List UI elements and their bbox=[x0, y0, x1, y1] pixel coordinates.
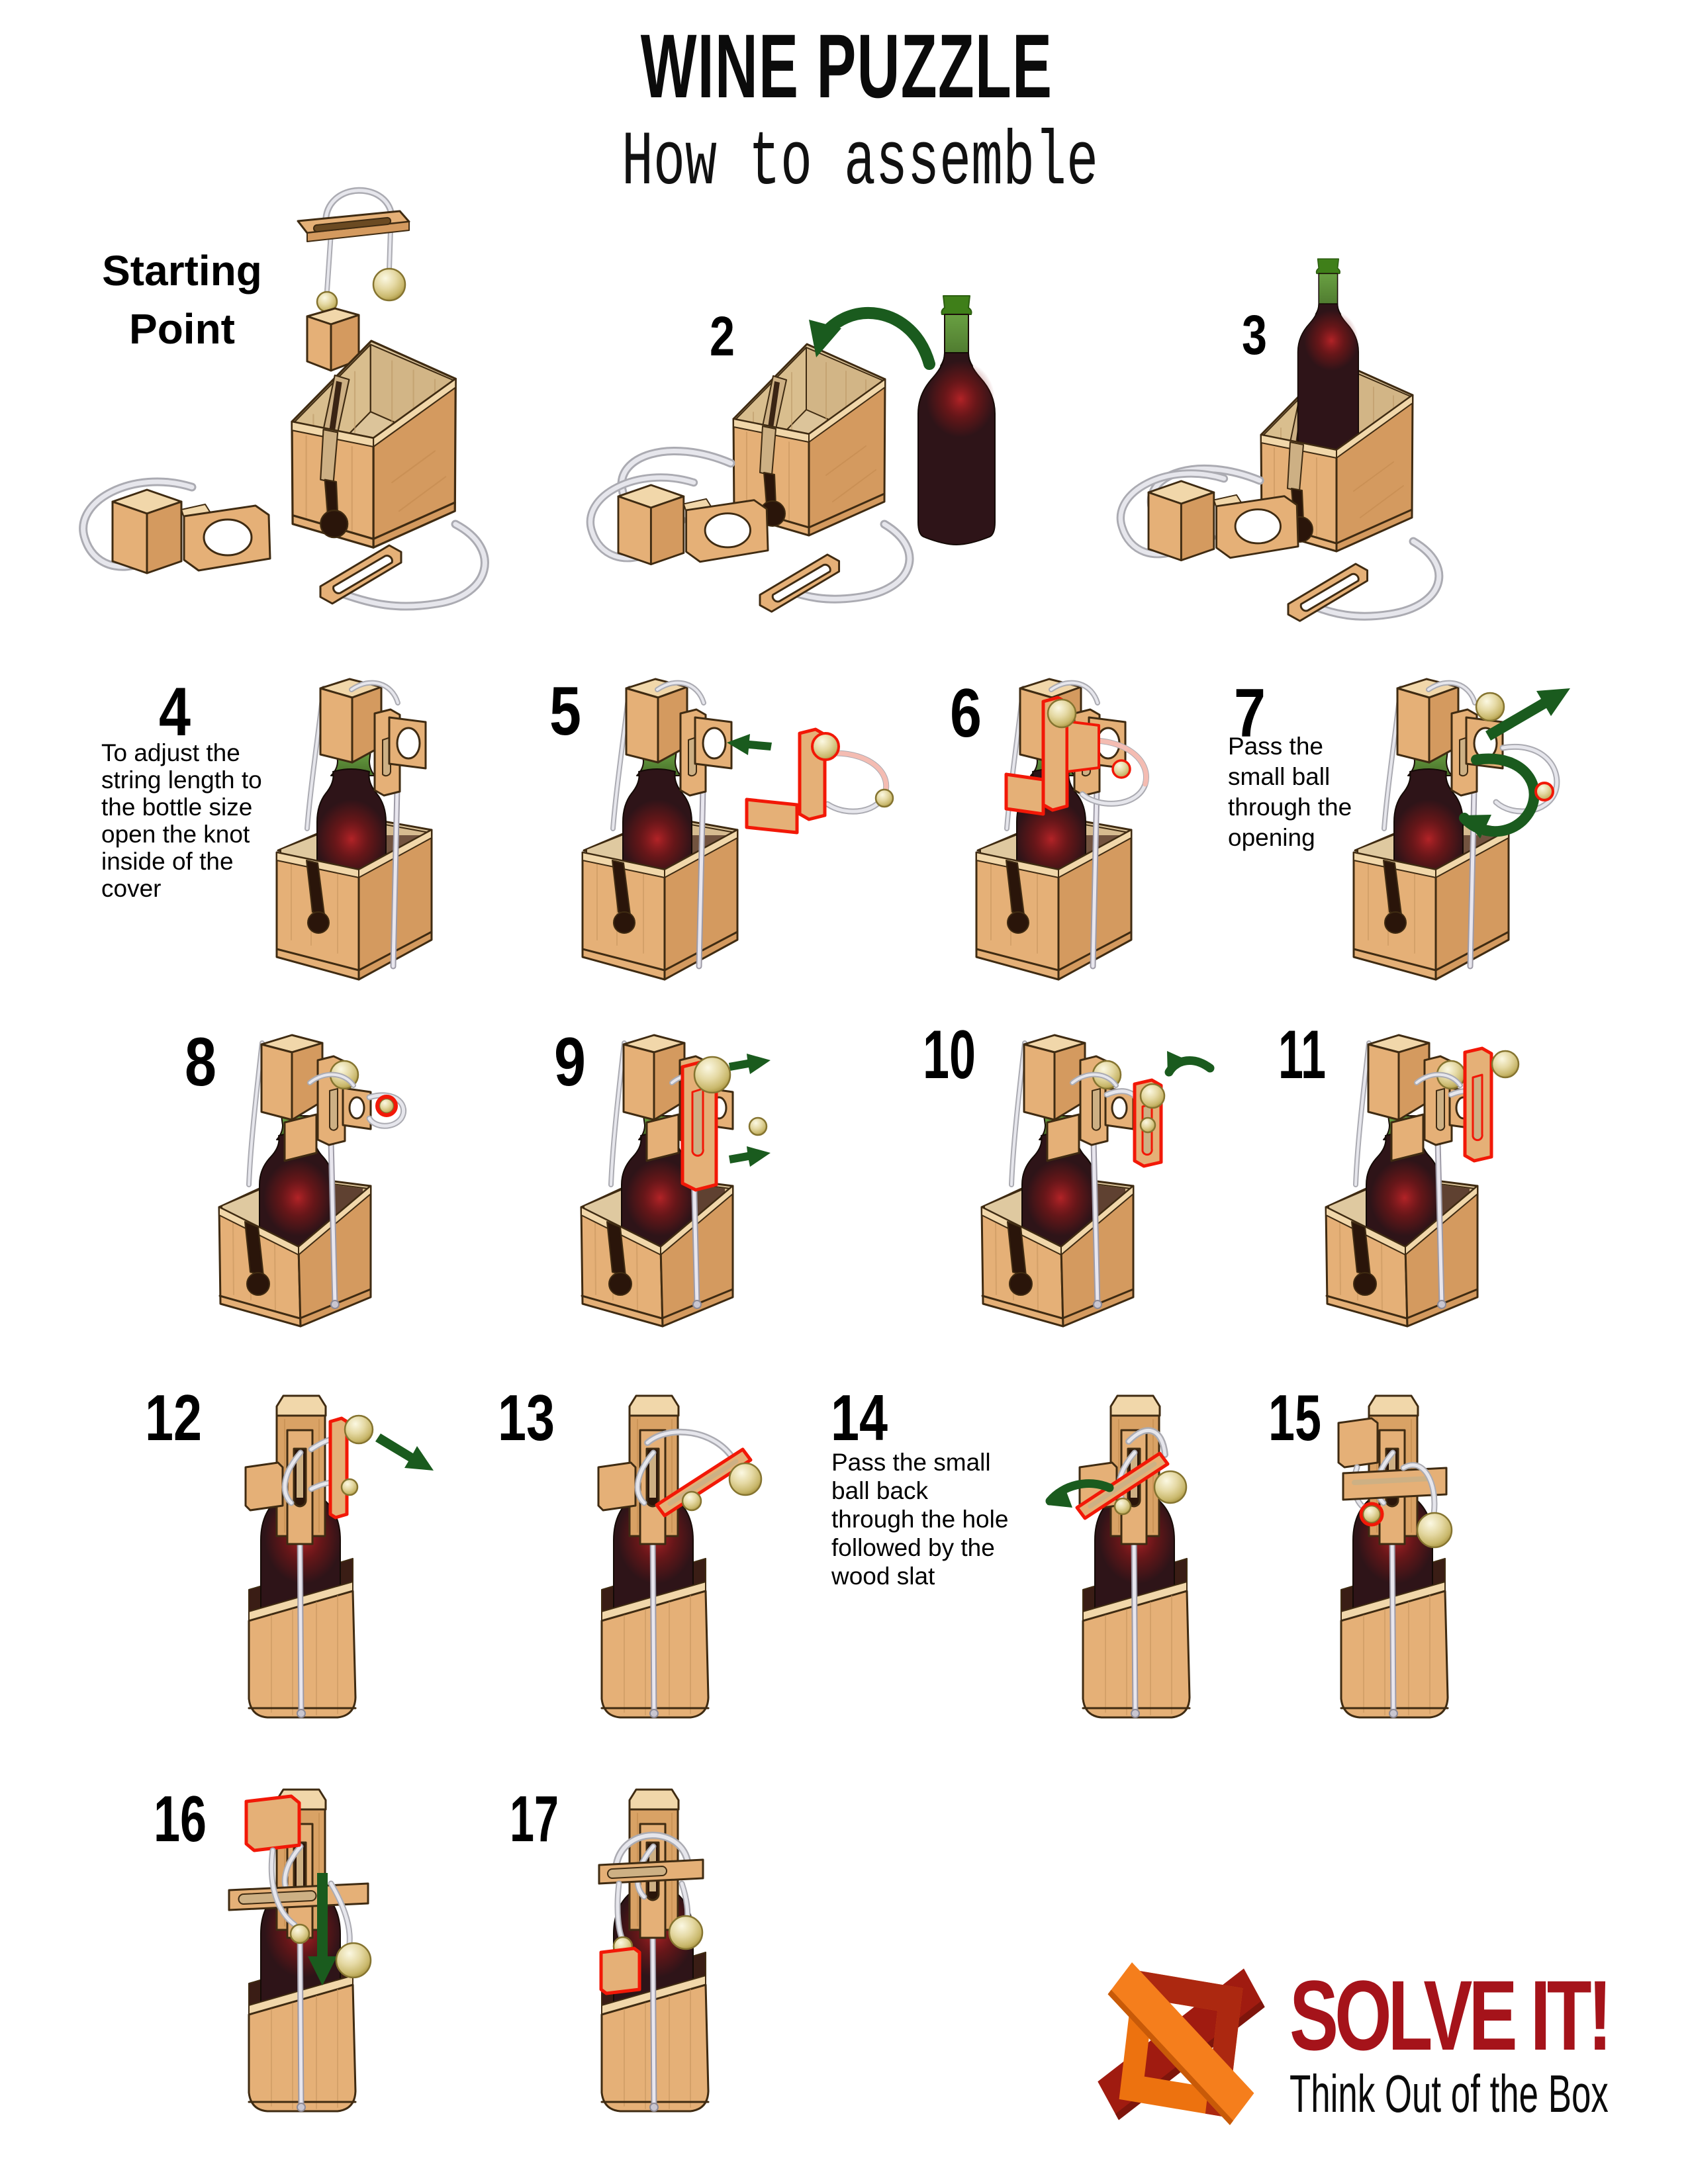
svg-text:followed by the: followed by the bbox=[831, 1534, 995, 1561]
svg-text:Pass the: Pass the bbox=[1228, 733, 1323, 760]
svg-text:7: 7 bbox=[1234, 675, 1266, 752]
svg-text:Think Out of the Box: Think Out of the Box bbox=[1289, 2065, 1609, 2124]
svg-text:15: 15 bbox=[1268, 1381, 1321, 1454]
svg-text:To adjust the: To adjust the bbox=[101, 739, 240, 766]
svg-text:11: 11 bbox=[1278, 1017, 1326, 1093]
svg-text:small ball: small ball bbox=[1228, 763, 1330, 790]
svg-text:through the hole: through the hole bbox=[831, 1506, 1008, 1533]
svg-text:Point: Point bbox=[129, 305, 235, 353]
svg-text:wood slat: wood slat bbox=[831, 1563, 935, 1590]
svg-text:the bottle size: the bottle size bbox=[101, 794, 252, 821]
svg-text:ball back: ball back bbox=[831, 1477, 929, 1504]
svg-text:6: 6 bbox=[950, 675, 982, 752]
svg-text:17: 17 bbox=[510, 1782, 559, 1855]
svg-text:9: 9 bbox=[554, 1024, 586, 1101]
svg-text:cover: cover bbox=[101, 875, 161, 902]
svg-text:2: 2 bbox=[710, 305, 735, 367]
svg-text:Starting: Starting bbox=[102, 247, 262, 295]
svg-text:Pass the small: Pass the small bbox=[831, 1449, 991, 1476]
svg-text:open the knot: open the knot bbox=[101, 821, 250, 848]
svg-text:through the: through the bbox=[1228, 794, 1352, 821]
svg-text:How to assemble: How to assemble bbox=[622, 119, 1098, 206]
svg-text:12: 12 bbox=[145, 1381, 202, 1454]
svg-text:5: 5 bbox=[549, 673, 581, 750]
svg-text:10: 10 bbox=[923, 1017, 976, 1093]
svg-text:13: 13 bbox=[498, 1381, 555, 1454]
svg-text:opening: opening bbox=[1228, 824, 1315, 851]
svg-text:SOLVE IT!: SOLVE IT! bbox=[1289, 1960, 1615, 2071]
svg-text:8: 8 bbox=[185, 1024, 216, 1101]
svg-text:4: 4 bbox=[159, 674, 191, 751]
svg-text:16: 16 bbox=[154, 1782, 207, 1855]
svg-text:inside of the: inside of the bbox=[101, 848, 234, 875]
svg-text:3: 3 bbox=[1242, 304, 1267, 366]
svg-text:14: 14 bbox=[831, 1381, 888, 1454]
svg-text:WINE PUZZLE: WINE PUZZLE bbox=[641, 15, 1053, 117]
svg-text:string length to: string length to bbox=[101, 766, 262, 794]
